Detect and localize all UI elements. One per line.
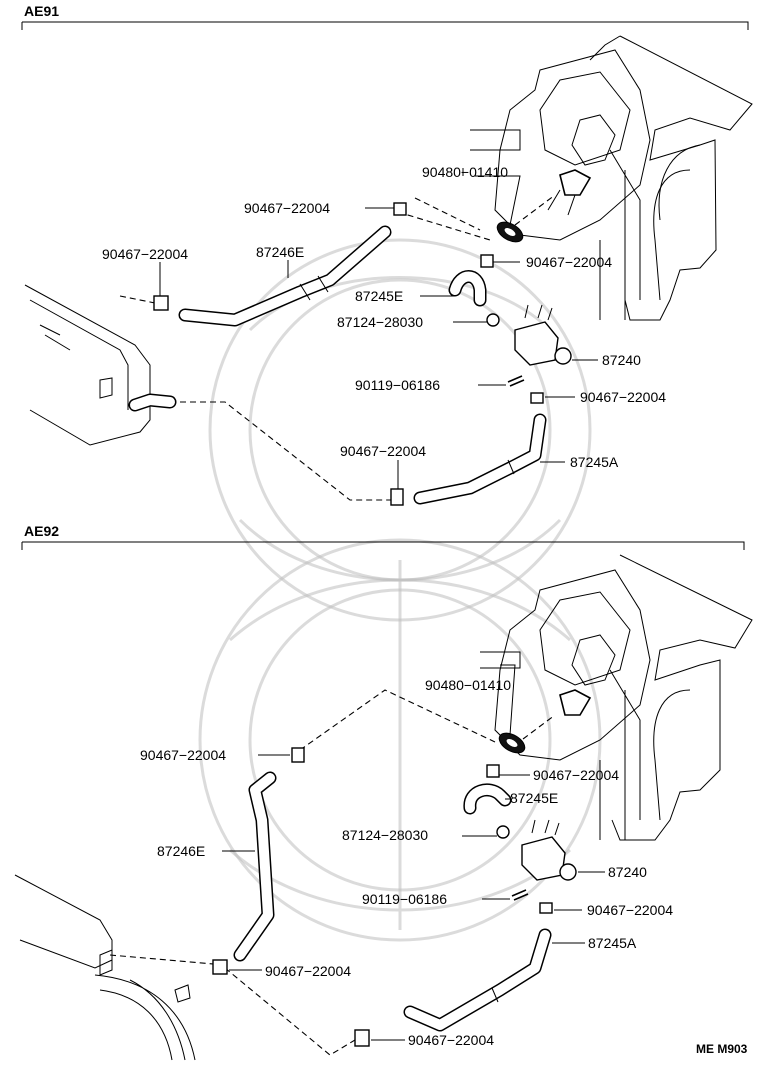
clamp-part [291, 747, 305, 763]
clamp-part [486, 764, 500, 778]
hose-87246e [233, 771, 277, 962]
clamp-part [539, 902, 553, 914]
section-title-ae92: AE92 [24, 523, 59, 539]
section-ae91: AE91 [21, 3, 753, 506]
section-title-ae91: AE91 [24, 3, 59, 19]
leader-dash [514, 714, 556, 746]
section-bracket-ae91 [21, 21, 749, 30]
part-label: 87246E [256, 244, 304, 260]
part-label: 87245E [510, 790, 558, 806]
clamp-part [212, 959, 228, 975]
water-valve-87240 [514, 304, 572, 366]
part-label: 90467−22004 [533, 767, 619, 783]
bolt-part [507, 375, 525, 387]
part-label: 87124−28030 [337, 314, 423, 330]
leader-dash [170, 401, 395, 501]
hose-87246e [178, 225, 392, 327]
clamp-part [390, 488, 404, 506]
part-label: 90467−22004 [244, 200, 330, 216]
section-bracket-ae92 [21, 541, 745, 550]
hose-87245e [463, 783, 512, 815]
oring-part [496, 825, 510, 839]
leader-line [462, 168, 521, 226]
engine-block [24, 284, 151, 446]
part-label: 90467−22004 [340, 443, 426, 459]
engine-block [14, 874, 196, 1061]
clamp-part [480, 254, 494, 268]
part-label: 87240 [602, 352, 641, 368]
clamp-part [530, 392, 544, 404]
clamp-part [393, 202, 407, 216]
part-label: 90467−22004 [140, 747, 226, 763]
part-label: 90480−01410 [422, 164, 508, 180]
part-label: 87124−28030 [342, 827, 428, 843]
clamp-part [153, 295, 169, 311]
part-label: 90467−22004 [102, 246, 188, 262]
diagram-code: ME M903 [696, 1042, 748, 1056]
part-label: 90119−06186 [355, 377, 440, 393]
part-label: 90119−06186 [362, 891, 447, 907]
part-label: 87245A [588, 935, 637, 951]
hose-87245a [403, 928, 552, 1032]
leader-dash [514, 194, 556, 226]
hose-stub [128, 393, 177, 412]
clamp-part [354, 1029, 370, 1047]
section-ae92: AE92 [14, 523, 753, 1061]
part-label: 87246E [157, 843, 205, 859]
hose-87245e [448, 270, 487, 307]
leader-dash [224, 967, 356, 1056]
hose-87245a [413, 413, 547, 505]
leader-dash [397, 197, 491, 241]
part-label: 90467−22004 [526, 254, 612, 270]
part-label: 90467−22004 [580, 389, 666, 405]
leader-dash [299, 689, 496, 751]
part-label: 87245E [355, 288, 403, 304]
water-valve-87240 [521, 819, 577, 881]
leader-line [500, 664, 516, 736]
bolt-part [511, 889, 529, 901]
part-label: 90467−22004 [408, 1032, 494, 1048]
part-label: 90467−22004 [265, 963, 351, 979]
part-label: 87245A [570, 454, 619, 470]
part-label: 87240 [608, 864, 647, 880]
part-label: 90480−01410 [425, 677, 511, 693]
heater-unit [470, 35, 753, 321]
heater-unit [480, 554, 753, 841]
leader-dash [109, 954, 226, 966]
oring-part [486, 313, 500, 327]
part-label: 90467−22004 [587, 902, 673, 918]
